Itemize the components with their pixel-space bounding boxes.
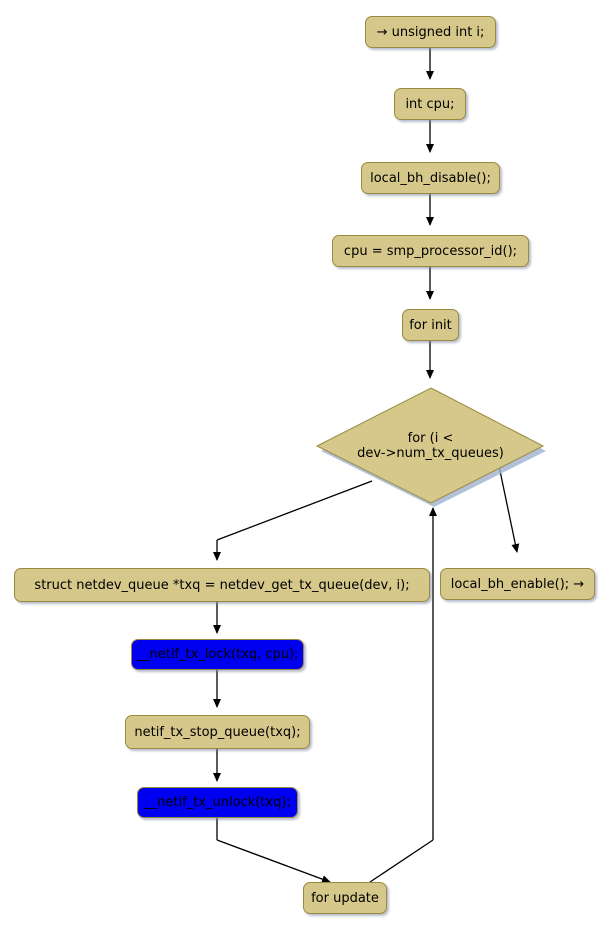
node-stop-queue-label: netif_tx_stop_queue(txq); xyxy=(134,724,301,740)
node-decl-cpu[interactable]: int cpu; xyxy=(394,88,466,120)
node-for-update-label: for update xyxy=(311,890,379,906)
edge-for-update-to-for-cond xyxy=(369,507,437,883)
node-bh-disable-label: local_bh_disable(); xyxy=(370,170,491,186)
node-smp-id[interactable]: cpu = smp_processor_id(); xyxy=(332,235,529,267)
node-stop-queue[interactable]: netif_tx_stop_queue(txq); xyxy=(125,715,310,749)
node-for-cond-label: for (i < dev->num_tx_queues) xyxy=(357,430,504,461)
node-bh-enable[interactable]: local_bh_enable(); → xyxy=(440,568,595,600)
node-bh-enable-label: local_bh_enable(); → xyxy=(450,576,585,592)
diamond-shape xyxy=(315,387,546,507)
node-tx-unlock[interactable]: __netif_tx_unlock(txq); xyxy=(137,787,298,818)
node-for-init[interactable]: for init xyxy=(402,309,459,341)
node-tx-unlock-label: __netif_tx_unlock(txq); xyxy=(144,795,291,810)
node-for-update[interactable]: for update xyxy=(303,882,387,914)
node-get-tx-queue[interactable]: struct netdev_queue *txq = netdev_get_tx… xyxy=(14,568,430,602)
node-for-init-label: for init xyxy=(409,317,452,333)
node-smp-id-label: cpu = smp_processor_id(); xyxy=(343,243,518,259)
node-start-label: → unsigned int i; xyxy=(376,24,485,40)
node-for-cond[interactable]: for (i < dev->num_tx_queues) xyxy=(315,386,546,507)
node-tx-lock-label: __netif_tx_lock(txq, cpu); xyxy=(136,647,299,662)
node-tx-lock[interactable]: __netif_tx_lock(txq, cpu); xyxy=(131,639,304,670)
node-get-tx-queue-label: struct netdev_queue *txq = netdev_get_tx… xyxy=(34,577,410,593)
edge-tx-unlock-to-for-update xyxy=(216,818,331,883)
node-bh-disable[interactable]: local_bh_disable(); xyxy=(361,162,500,194)
node-decl-cpu-label: int cpu; xyxy=(405,96,455,112)
node-start[interactable]: → unsigned int i; xyxy=(365,16,496,48)
